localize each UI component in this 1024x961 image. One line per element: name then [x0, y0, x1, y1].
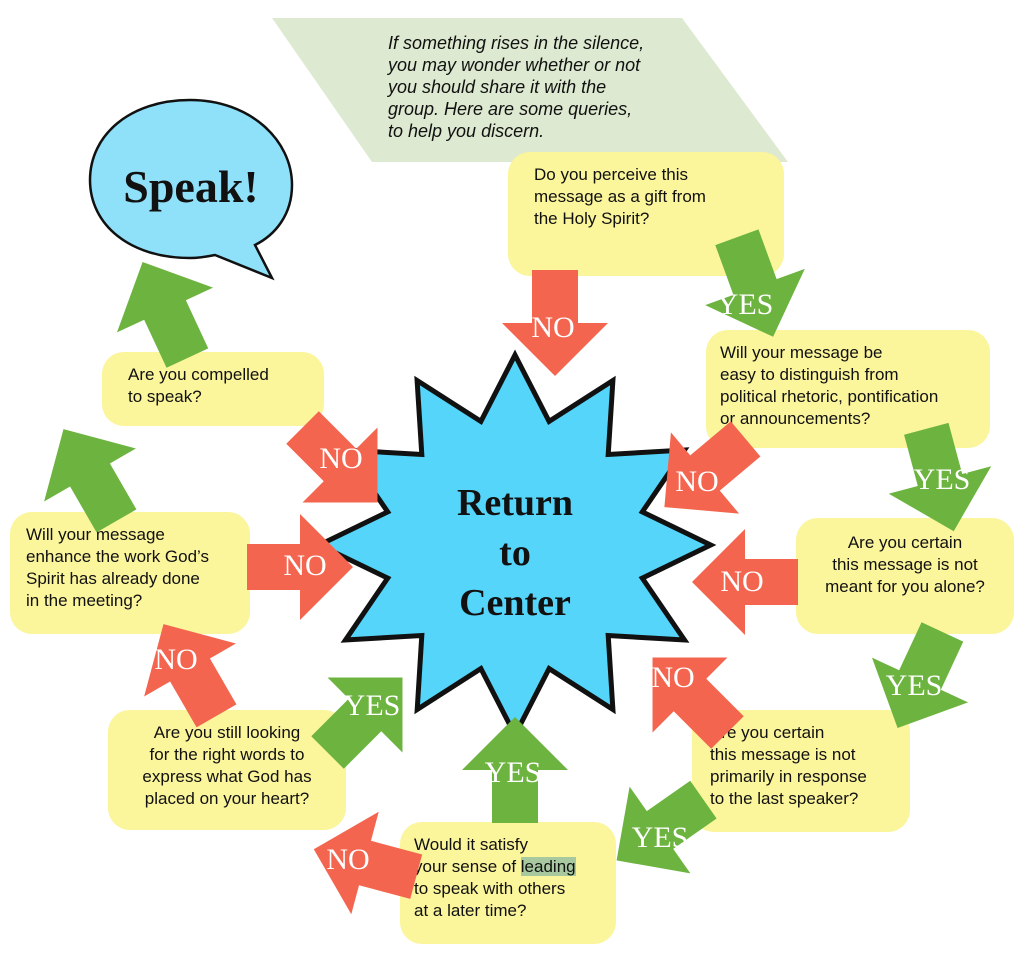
- yes-label: YES: [913, 463, 971, 496]
- question-compelled-to-speak: Are you compelled to speak?: [102, 352, 324, 426]
- no-arrow: [612, 617, 768, 773]
- return-to-center-label: Return to Center: [456, 482, 574, 624]
- no-label: NO: [326, 843, 370, 876]
- no-label: NO: [675, 465, 719, 498]
- connector-arrow: [92, 237, 238, 383]
- question-text: Would it satisfy your sense of: [414, 835, 529, 876]
- no-arrow: [628, 396, 783, 551]
- question-not-for-you-alone: Are you certain this message is not mean…: [796, 518, 1014, 634]
- question-enhance-work: Will your message enhance the work God’s…: [10, 512, 250, 634]
- no-label: NO: [531, 311, 575, 344]
- no-label: NO: [651, 661, 695, 694]
- yes-arrow: [583, 753, 736, 906]
- yes-label: YES: [631, 821, 689, 854]
- no-arrow: [245, 512, 355, 622]
- intro-text: If something rises in the silence, you m…: [388, 33, 645, 141]
- yes-arrow: [847, 607, 993, 753]
- no-label: NO: [720, 565, 764, 598]
- no-arrow: [500, 268, 610, 378]
- yes-arrow: [287, 637, 443, 793]
- no-label: NO: [283, 549, 327, 582]
- highlighted-word: leading: [520, 857, 576, 876]
- question-text: to speak with others at a later time?: [414, 879, 566, 920]
- no-label: NO: [319, 442, 363, 475]
- question-still-looking-for-words: Are you still looking for the right word…: [108, 710, 346, 830]
- no-label: NO: [154, 643, 198, 676]
- connector-arrow: [15, 400, 165, 550]
- speak-label: Speak!: [123, 161, 259, 212]
- no-arrow: [262, 387, 418, 543]
- no-arrow: [690, 527, 800, 637]
- question-later-time: Would it satisfy your sense of leading t…: [400, 822, 616, 944]
- no-arrow: [298, 796, 433, 931]
- yes-label: YES: [484, 756, 542, 789]
- no-arrow: [115, 595, 265, 745]
- yes-label: YES: [885, 669, 943, 702]
- yes-arrow: [873, 413, 1008, 548]
- yes-label: YES: [716, 288, 774, 321]
- yes-arrow: [685, 217, 826, 358]
- yes-label: YES: [343, 689, 401, 722]
- yes-arrow: [460, 715, 570, 825]
